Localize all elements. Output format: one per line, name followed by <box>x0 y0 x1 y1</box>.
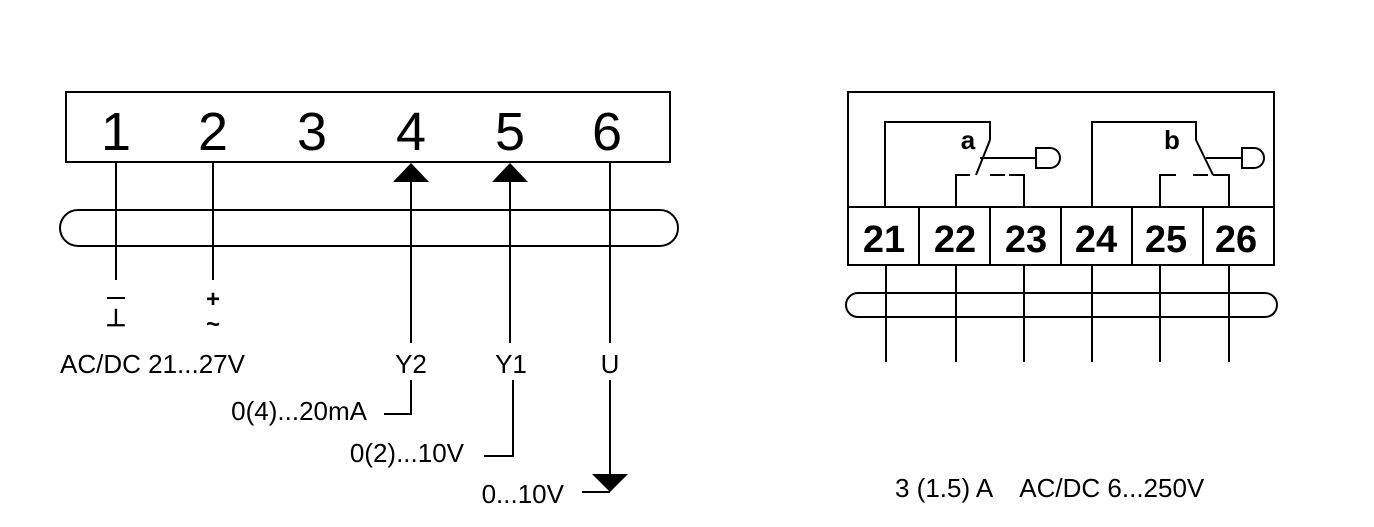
relay-a-label: a <box>961 125 976 155</box>
auxiliary-switch-block: 21 22 23 24 25 26 a b <box>847 91 1275 266</box>
terminal-26: 26 <box>1215 219 1257 261</box>
cable-sheath-right <box>845 292 1278 318</box>
relay-b-label: b <box>1164 125 1180 155</box>
switch-b: b <box>1091 121 1265 207</box>
terminal-23: 23 <box>1005 219 1047 261</box>
terminal-6: 6 <box>592 102 622 162</box>
arrow-down-icon <box>592 474 628 492</box>
terminal-strip-frame <box>65 91 671 163</box>
polarity-minus: ⊥ <box>106 305 127 332</box>
u-label: U <box>601 349 620 379</box>
arrow-up-icon <box>393 163 429 182</box>
terminal-3: 3 <box>297 102 327 162</box>
switch-wires <box>885 265 1230 362</box>
switch-a: a <box>884 121 1061 207</box>
polarity-plus: + <box>206 286 220 313</box>
terminal-5: 5 <box>495 102 525 162</box>
terminal-4: 4 <box>396 102 426 162</box>
terminal-1: 1 <box>101 102 131 162</box>
cable-sheath-left <box>59 209 679 247</box>
terminal-25: 25 <box>1145 219 1187 261</box>
actuator-terminal-block: 1 2 3 4 5 6 <box>65 91 671 163</box>
terminal-21: 21 <box>863 219 905 261</box>
switch-housing <box>847 91 1275 207</box>
terminal-24: 24 <box>1075 219 1117 261</box>
y1-range-label: 0(2)...10V <box>350 438 465 468</box>
y2-range-label: 0(4)...20mA <box>231 396 367 426</box>
y1-range-leader <box>484 380 514 457</box>
terminal-2: 2 <box>198 102 228 162</box>
u-range-label: 0...10V <box>482 479 565 509</box>
supply-label: AC/DC 21...27V <box>60 349 246 379</box>
terminal-22: 22 <box>934 219 976 261</box>
y1-label: Y1 <box>495 349 527 379</box>
switch-rating-label: 3 (1.5) A AC/DC 6...250V <box>895 473 1205 503</box>
polarity-tilde: ~ <box>206 311 220 338</box>
arrow-up-icon <box>492 163 528 182</box>
y2-range-leader <box>384 380 412 415</box>
actuator-wires <box>115 162 628 493</box>
y2-label: Y2 <box>395 349 427 379</box>
